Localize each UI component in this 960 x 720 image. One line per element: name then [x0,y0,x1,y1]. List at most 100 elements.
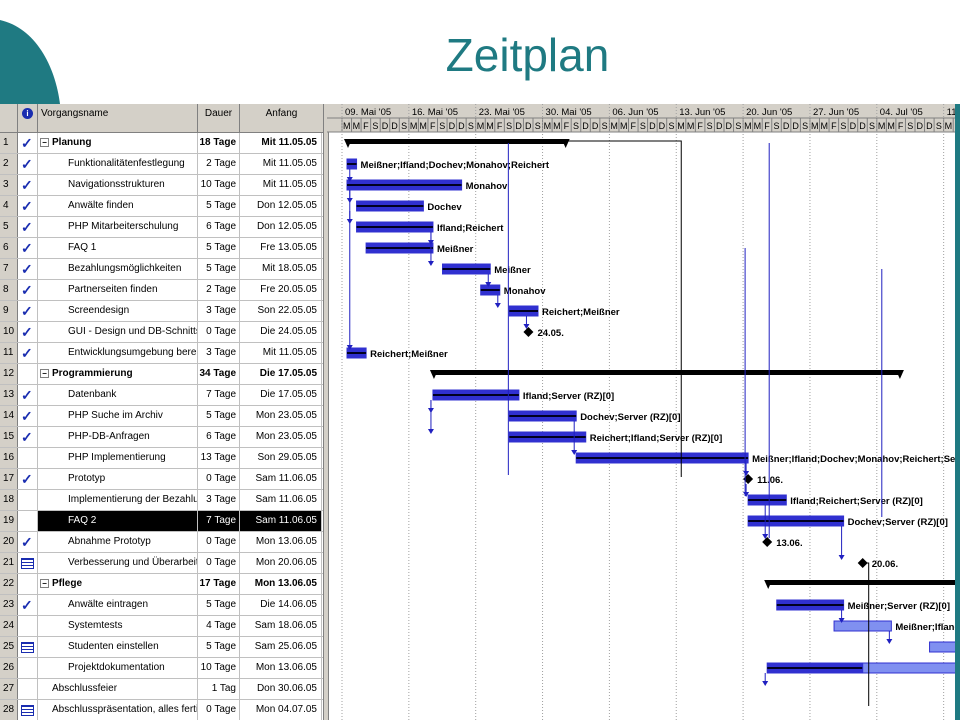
task-duration[interactable]: 5 Tage [198,196,240,216]
task-duration[interactable]: 17 Tage [198,574,240,594]
summary-bar[interactable] [767,580,955,585]
task-start[interactable]: Die 14.06.05 [240,595,322,615]
row-number[interactable]: 22 [0,574,18,594]
row-number[interactable]: 1 [0,133,18,153]
task-name-cell[interactable]: PHP-DB-Anfragen [38,427,198,447]
task-name-cell[interactable]: Anwälte finden [38,196,198,216]
task-name-cell[interactable]: Prototyp [38,469,198,489]
task-duration[interactable]: 10 Tage [198,175,240,195]
task-name-cell[interactable]: −Programmierung [38,364,198,384]
task-duration[interactable]: 2 Tage [198,154,240,174]
row-number[interactable]: 20 [0,532,18,552]
task-start[interactable]: Mon 13.06.05 [240,532,322,552]
task-start[interactable]: Mon 20.06.05 [240,553,322,573]
milestone-diamond[interactable] [762,537,773,547]
task-start[interactable]: Mon 13.06.05 [240,574,322,594]
row-number[interactable]: 25 [0,637,18,657]
task-start[interactable]: Mit 11.05.05 [240,133,322,153]
task-bar-split[interactable] [862,662,955,674]
task-duration[interactable]: 10 Tage [198,658,240,678]
task-duration[interactable]: 5 Tage [198,637,240,657]
row-number[interactable]: 19 [0,511,18,531]
row-number[interactable]: 28 [0,700,18,720]
task-duration[interactable]: 18 Tage [198,133,240,153]
task-name-cell[interactable]: Studenten einstellen [38,637,198,657]
row-number[interactable]: 17 [0,469,18,489]
summary-bar[interactable] [347,139,567,144]
task-start[interactable]: Mit 18.05.05 [240,259,322,279]
task-duration[interactable]: 3 Tage [198,490,240,510]
row-number[interactable]: 8 [0,280,18,300]
task-start[interactable]: Sam 18.06.05 [240,616,322,636]
task-start[interactable]: Fre 13.05.05 [240,238,322,258]
task-name-cell[interactable]: Datenbank [38,385,198,405]
task-name-cell[interactable]: Funktionalitätenfestlegung [38,154,198,174]
duration-header[interactable]: Dauer [198,104,240,132]
task-name-cell[interactable]: Abschlussfeier [38,679,198,699]
task-duration[interactable]: 6 Tage [198,217,240,237]
splitter-bar[interactable] [323,104,329,720]
task-name-cell[interactable]: Verbesserung und Überarbeitu [38,553,198,573]
start-header[interactable]: Anfang [240,104,324,132]
task-duration[interactable]: 5 Tage [198,259,240,279]
task-start[interactable]: Mon 04.07.05 [240,700,322,720]
collapse-icon[interactable]: − [40,137,49,147]
row-number[interactable]: 6 [0,238,18,258]
row-number[interactable]: 26 [0,658,18,678]
task-name-cell[interactable]: Abschlusspräsentation, alles ferti [38,700,198,720]
task-name-header[interactable]: Vorgangsname [38,104,198,132]
task-bar[interactable] [929,641,955,653]
task-start[interactable]: Die 17.05.05 [240,385,322,405]
row-number[interactable]: 21 [0,553,18,573]
row-number[interactable]: 27 [0,679,18,699]
task-start[interactable]: Mit 11.05.05 [240,343,322,363]
task-start[interactable]: Sam 11.06.05 [240,511,322,531]
task-name-cell[interactable]: PHP Implementierung [38,448,198,468]
task-duration[interactable]: 4 Tage [198,616,240,636]
task-duration[interactable]: 13 Tage [198,448,240,468]
task-name-cell[interactable]: −Pflege [38,574,198,594]
task-name-cell[interactable]: Abnahme Prototyp [38,532,198,552]
row-number[interactable]: 16 [0,448,18,468]
row-number[interactable]: 24 [0,616,18,636]
row-number[interactable]: 18 [0,490,18,510]
task-duration[interactable]: 3 Tage [198,343,240,363]
task-start[interactable]: Die 24.05.05 [240,322,322,342]
task-duration[interactable]: 0 Tage [198,532,240,552]
task-start[interactable]: Mon 23.05.05 [240,406,322,426]
row-number[interactable]: 3 [0,175,18,195]
task-duration[interactable]: 0 Tage [198,553,240,573]
task-start[interactable]: Sam 11.06.05 [240,469,322,489]
row-number[interactable]: 5 [0,217,18,237]
task-duration[interactable]: 7 Tage [198,511,240,531]
task-name-cell[interactable]: Partnerseiten finden [38,280,198,300]
task-bar[interactable] [833,620,892,632]
task-name-cell[interactable]: Entwicklungsumgebung bereit [38,343,198,363]
task-name-cell[interactable]: Anwälte eintragen [38,595,198,615]
task-duration[interactable]: 5 Tage [198,238,240,258]
task-duration[interactable]: 2 Tage [198,280,240,300]
milestone-diamond[interactable] [743,474,754,484]
row-number[interactable]: 12 [0,364,18,384]
task-duration[interactable]: 0 Tage [198,322,240,342]
task-start[interactable]: Mit 11.05.05 [240,175,322,195]
task-duration[interactable]: 1 Tag [198,679,240,699]
task-start[interactable]: Die 17.05.05 [240,364,322,384]
